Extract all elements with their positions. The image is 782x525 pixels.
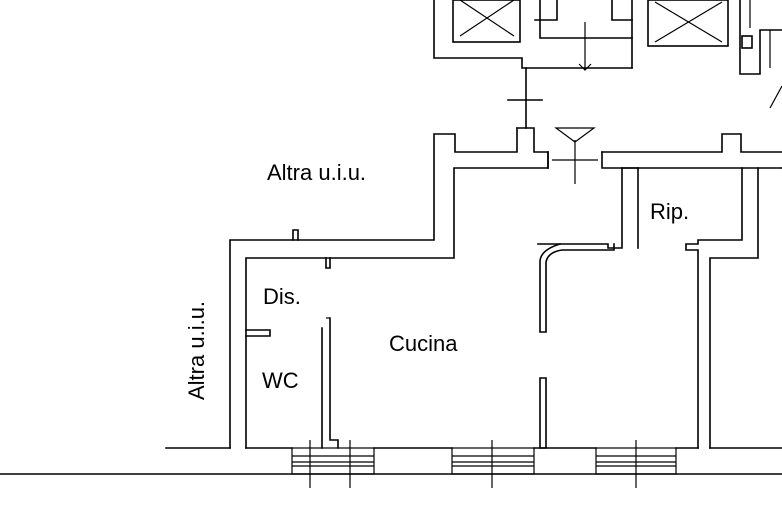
elevator-shafts [452,0,729,47]
corridor-connector [229,67,782,449]
label-rip: Rip. [650,199,689,224]
label-cucina: Cucina [389,331,458,356]
label-dis: Dis. [263,284,301,309]
window-cucina [451,440,535,488]
window-right [595,440,677,488]
label-wc: WC [262,368,299,393]
stair-core-walls [433,0,782,109]
label-altra-top: Altra u.i.u. [267,160,366,185]
label-altra-left: Altra u.i.u. [184,301,209,400]
window-dis-wc [291,440,375,488]
